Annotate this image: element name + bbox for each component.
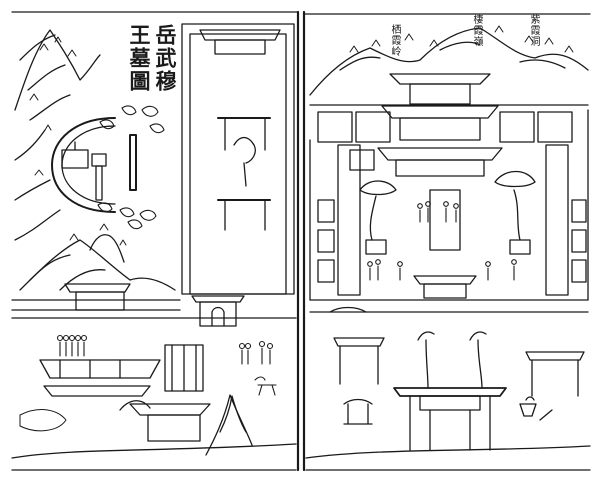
mountain-label-1: 栖霞岭: [389, 24, 400, 57]
courtyard-figures: [367, 201, 517, 281]
left-shrubs: [29, 36, 127, 246]
stone-statues: [97, 105, 165, 230]
tomb-enclosure: [51, 117, 137, 213]
illustration-title: 岳武穆: [153, 24, 178, 93]
left-mountains: [14, 29, 176, 291]
right-trees-top: [349, 25, 574, 53]
left-lake-scene: [11, 344, 297, 471]
left-figures: [56, 334, 277, 396]
mountain-label-2: 棲霞嶺: [471, 14, 482, 47]
corridor-building: [181, 23, 295, 295]
courtyard-pines: [359, 170, 536, 255]
left-town: [11, 283, 297, 327]
right-lower-scene: [305, 306, 591, 471]
illustration-subtitle: 王墓圖: [127, 24, 152, 93]
right-mountains: [309, 27, 589, 106]
mountain-label-3: 紫霞洞: [528, 14, 539, 47]
temple-complex: [309, 73, 589, 313]
book-gutter: [11, 10, 591, 472]
